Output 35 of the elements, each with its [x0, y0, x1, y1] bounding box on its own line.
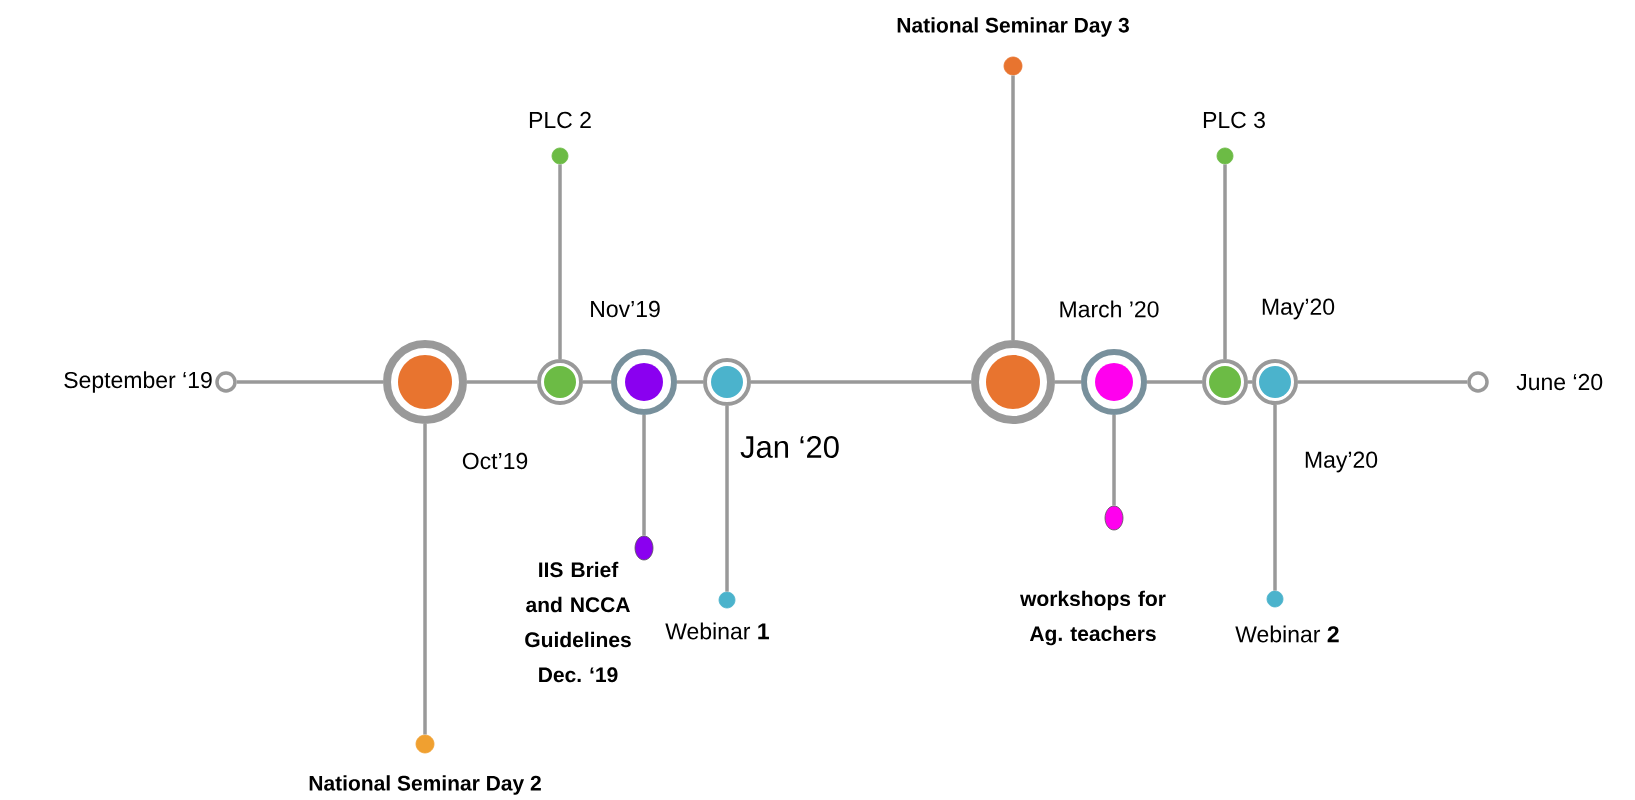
date-label: PLC 2 [529, 111, 591, 129]
date-label: Webinar 2 [1235, 625, 1339, 643]
timeline-line [583, 380, 611, 384]
timeline-line [677, 380, 703, 384]
event-label: workshops for Ag. teachers [1020, 590, 1166, 646]
event-label: National Seminar Day 2 [309, 775, 541, 795]
timeline-line [751, 380, 971, 384]
timeline-marker [537, 359, 583, 405]
date-label: May’20 [1305, 451, 1378, 473]
stem-line [423, 424, 427, 735]
date-label: March ’20 [1060, 300, 1159, 318]
timeline-line [1055, 380, 1081, 384]
date-label: June ‘20 [1516, 373, 1603, 391]
date-label: Oct’19 [462, 452, 528, 470]
date-label: Webinar 1 [665, 622, 769, 640]
date-label: May’20 [1262, 298, 1335, 320]
stem-line [1011, 75, 1015, 340]
event-label: IIS Brief and NCCA Guidelines Dec. ‘19 [525, 561, 631, 683]
date-label: September ‘19 [64, 371, 212, 393]
stem-line [642, 415, 646, 536]
timeline-line [1147, 380, 1202, 384]
timeline-marker [971, 340, 1055, 424]
timeline-line [1298, 380, 1468, 384]
date-label: Jan ‘20 [740, 436, 839, 458]
stem-line [1112, 415, 1116, 506]
timeline-line [467, 380, 537, 384]
event-label: National Seminar Day 3 [897, 17, 1129, 37]
date-label: Nov’19 [591, 300, 660, 318]
stem-line [725, 406, 729, 592]
stem-line [1273, 405, 1277, 591]
timeline-line [236, 380, 383, 384]
date-label: PLC 3 [1203, 111, 1265, 129]
timeline-line [1248, 380, 1252, 384]
stem-line [558, 164, 562, 359]
stem-line [1223, 164, 1227, 359]
